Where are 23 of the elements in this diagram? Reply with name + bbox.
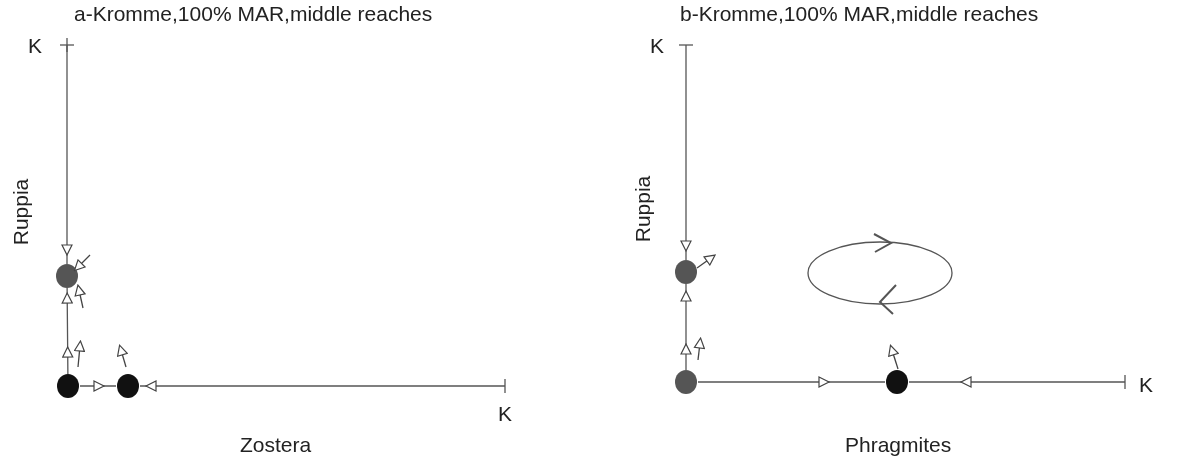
axis-end-label: K — [28, 33, 67, 59]
equilibrium-point — [886, 370, 908, 394]
axis-end-label: K — [650, 33, 686, 59]
axis-label: Zostera — [240, 433, 312, 457]
trajectory-line — [908, 376, 1126, 388]
trajectory-line — [697, 376, 886, 388]
trajectory-line — [61, 287, 74, 375]
trajectory-line — [139, 380, 506, 392]
panel-title: a-Kromme,100% MAR,middle reaches — [74, 2, 433, 26]
equilibrium-point — [675, 260, 697, 284]
axis-end-label: K — [1125, 372, 1153, 398]
trajectory-line — [680, 283, 692, 371]
panel-title: b-Kromme,100% MAR,middle reaches — [680, 2, 1039, 26]
axis-label: Ruppia — [631, 175, 656, 243]
trajectory-line — [79, 380, 117, 392]
axis-label: Ruppia — [9, 178, 34, 246]
equilibrium-point — [56, 264, 78, 288]
equilibrium-point — [117, 374, 139, 398]
trajectory-line — [680, 44, 692, 261]
axis-end-label: K — [494, 386, 516, 426]
axis-label: Phragmites — [845, 433, 952, 457]
equilibrium-point — [675, 370, 697, 394]
equilibrium-point — [57, 374, 79, 398]
